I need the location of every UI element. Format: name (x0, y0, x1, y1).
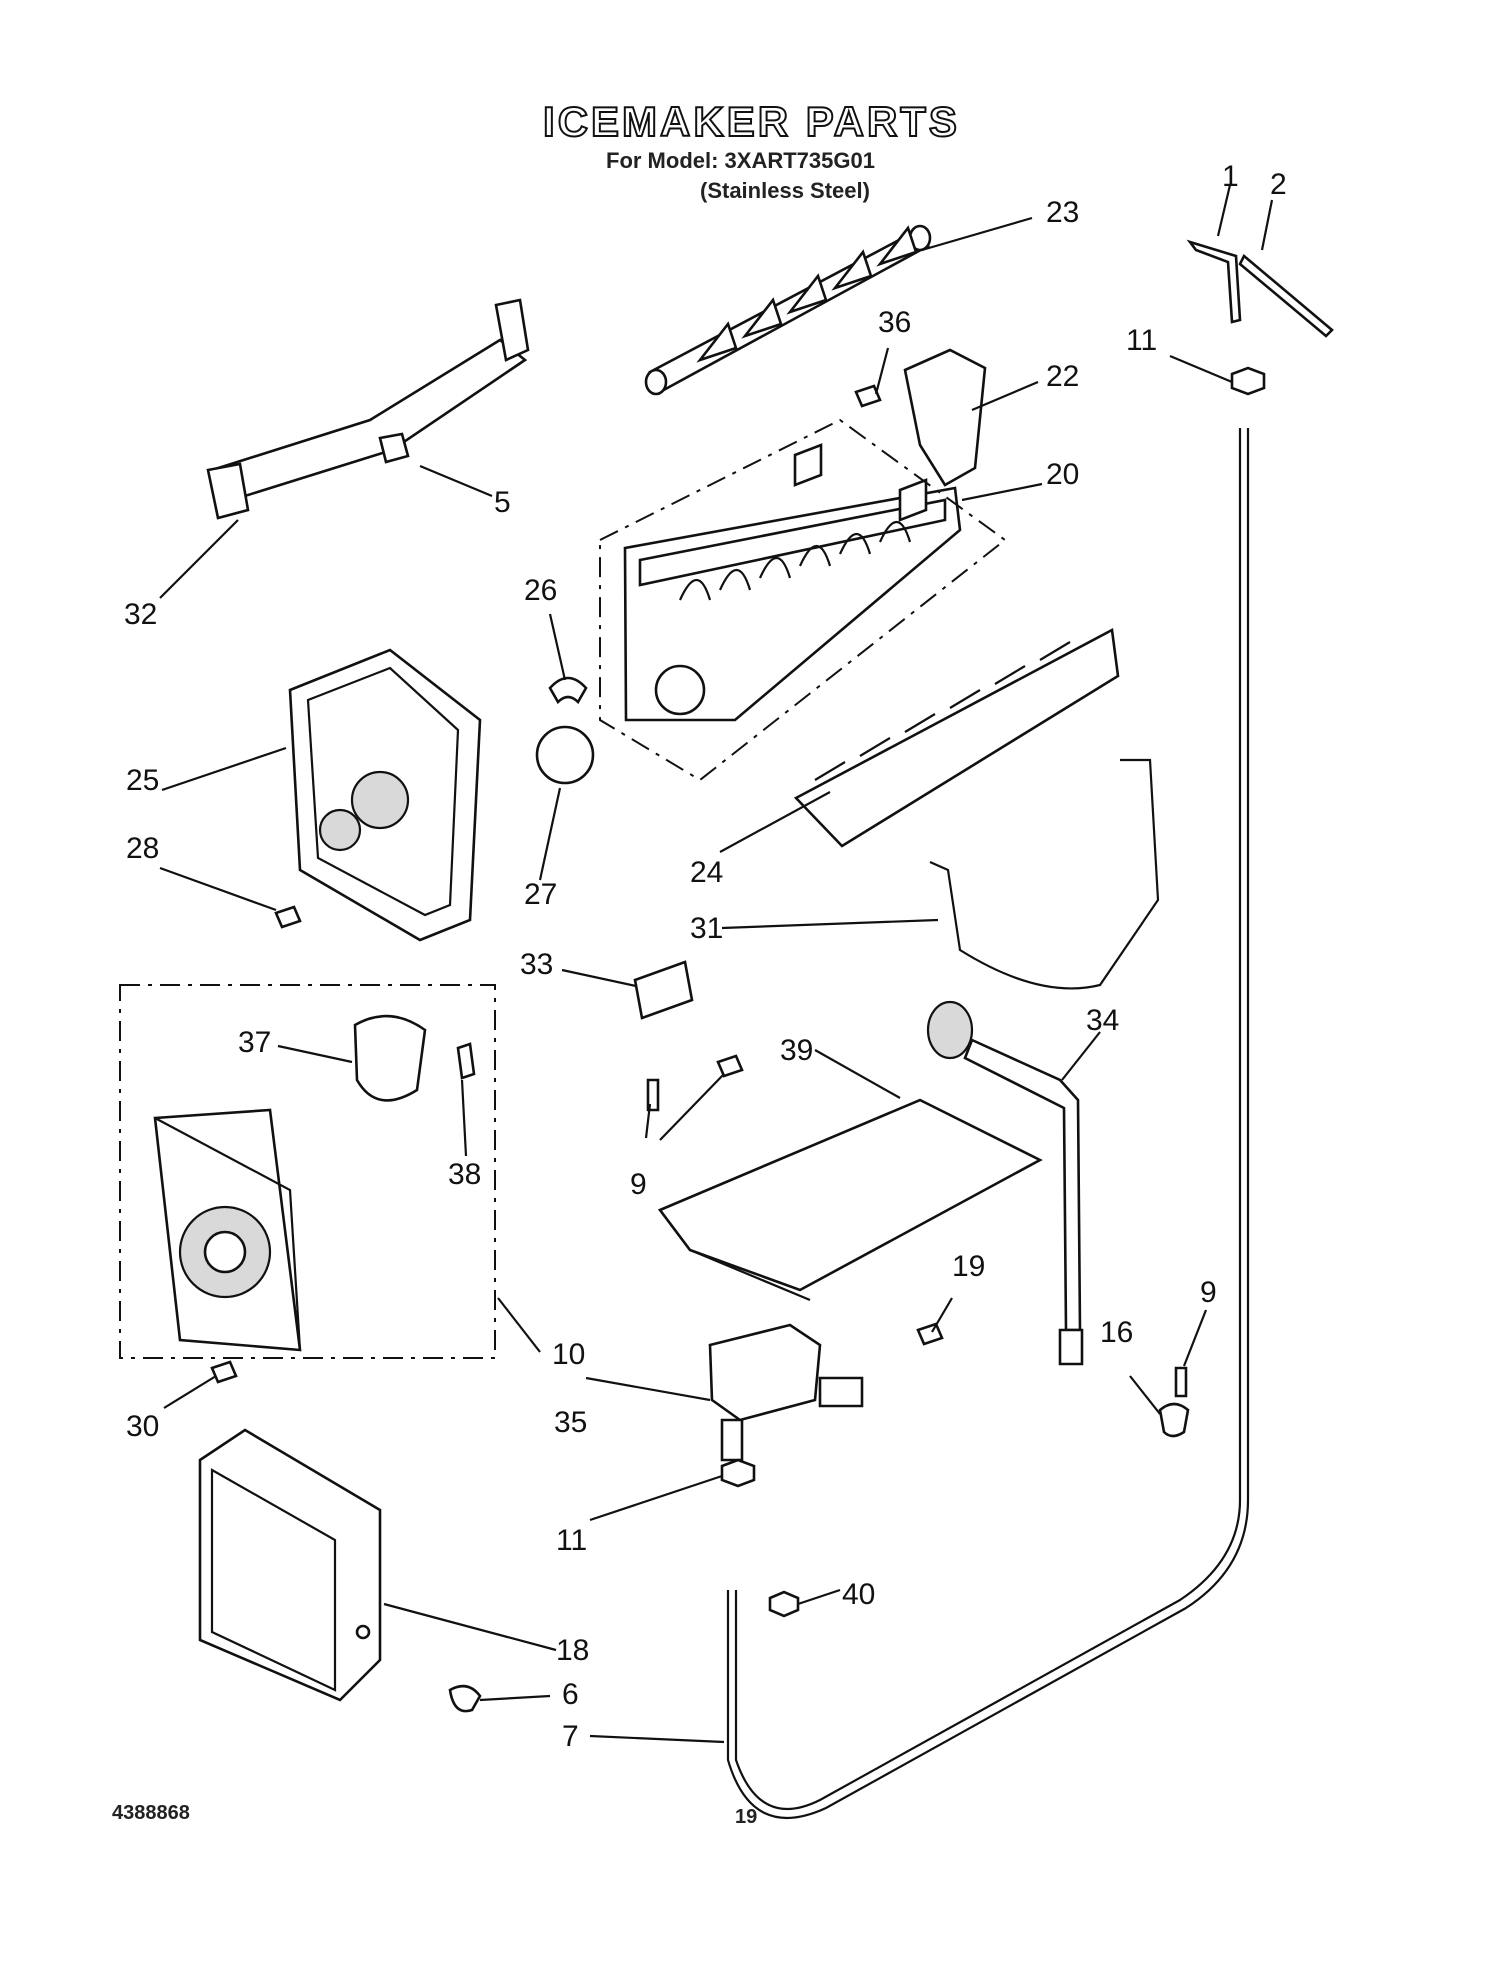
screw-30-part (210, 1360, 238, 1384)
screw-9a-part (646, 1078, 660, 1112)
callout-39: 39 (780, 1034, 814, 1067)
screw-36-part (854, 384, 882, 408)
callout-9-right: 9 (1200, 1276, 1217, 1309)
control-housing-part (288, 648, 482, 942)
mold-outline-dashed (599, 418, 1007, 782)
callout-6: 6 (562, 1678, 579, 1711)
screw-38-part (456, 1042, 476, 1080)
variant-line: (Stainless Steel) (700, 178, 870, 203)
callout-2: 2 (1270, 168, 1287, 201)
callout-9-left: 9 (630, 1168, 647, 1201)
leader-lines (159, 184, 1274, 1744)
shut-off-arm-part (793, 627, 1120, 848)
page-number: 19 (735, 1806, 758, 1828)
screw-19-part (916, 1322, 944, 1346)
callout-16: 16 (1100, 1316, 1134, 1349)
mold-body-part (623, 443, 962, 722)
callout-22: 22 (1046, 360, 1080, 393)
callout-28: 28 (126, 832, 160, 865)
motor-37-part (353, 1014, 427, 1102)
callout-35: 35 (554, 1406, 588, 1439)
clamp-16-part (1158, 1402, 1190, 1438)
callout-10: 10 (552, 1338, 586, 1371)
callout-31: 31 (690, 912, 724, 945)
fitting-part (1186, 239, 1242, 324)
plug-6-part (448, 1684, 482, 1713)
callout-20: 20 (1046, 458, 1080, 491)
water-tube-part (734, 428, 1242, 1810)
callout-19: 19 (952, 1250, 986, 1283)
wire-harness-part (206, 298, 530, 520)
cover-33-part (633, 960, 694, 1020)
model-line: For Model: 3XART735G01 (606, 148, 875, 173)
callout-33: 33 (520, 948, 554, 981)
callout-23: 23 (1046, 196, 1080, 229)
clip-26-part (548, 676, 588, 705)
callout-24: 24 (690, 856, 724, 889)
callout-32: 32 (124, 598, 158, 631)
screw-9b-part (716, 1054, 744, 1078)
water-valve-part (708, 1323, 864, 1462)
callout-7: 7 (562, 1720, 579, 1753)
callout-34: 34 (1086, 1004, 1120, 1037)
module-cover-part (153, 1108, 302, 1352)
callout-26: 26 (524, 574, 558, 607)
document-number: 4388868 (112, 1802, 190, 1824)
nut-11-lower-part (720, 1458, 756, 1488)
motor-part (535, 725, 595, 785)
callout-37: 37 (238, 1026, 272, 1059)
fill-cup-part (903, 348, 987, 487)
callout-25: 25 (126, 764, 160, 797)
module-assembly-dashed (119, 984, 496, 1359)
screw-28-part (274, 905, 302, 929)
nut-40-part (768, 1590, 800, 1618)
callout-11-bottom: 11 (556, 1524, 588, 1557)
shutoff-wire-part (929, 758, 1160, 990)
callout-38: 38 (448, 1158, 482, 1191)
callout-1: 1 (1222, 160, 1239, 193)
callout-27: 27 (524, 878, 558, 911)
callout-18: 18 (556, 1634, 590, 1667)
callout-5: 5 (494, 486, 511, 519)
callout-30: 30 (126, 1410, 160, 1443)
callout-11-top: 11 (1126, 324, 1158, 357)
callout-40: 40 (842, 1578, 876, 1611)
front-cover-part (198, 1428, 382, 1702)
screw-9c-part (1174, 1366, 1188, 1398)
fill-tube-part (926, 1000, 1084, 1366)
ejector-blade-part (644, 224, 932, 396)
callout-36: 36 (878, 306, 912, 339)
nut-11-upper-part (1230, 366, 1266, 396)
diagram-title: ICEMAKER PARTS (542, 97, 960, 146)
